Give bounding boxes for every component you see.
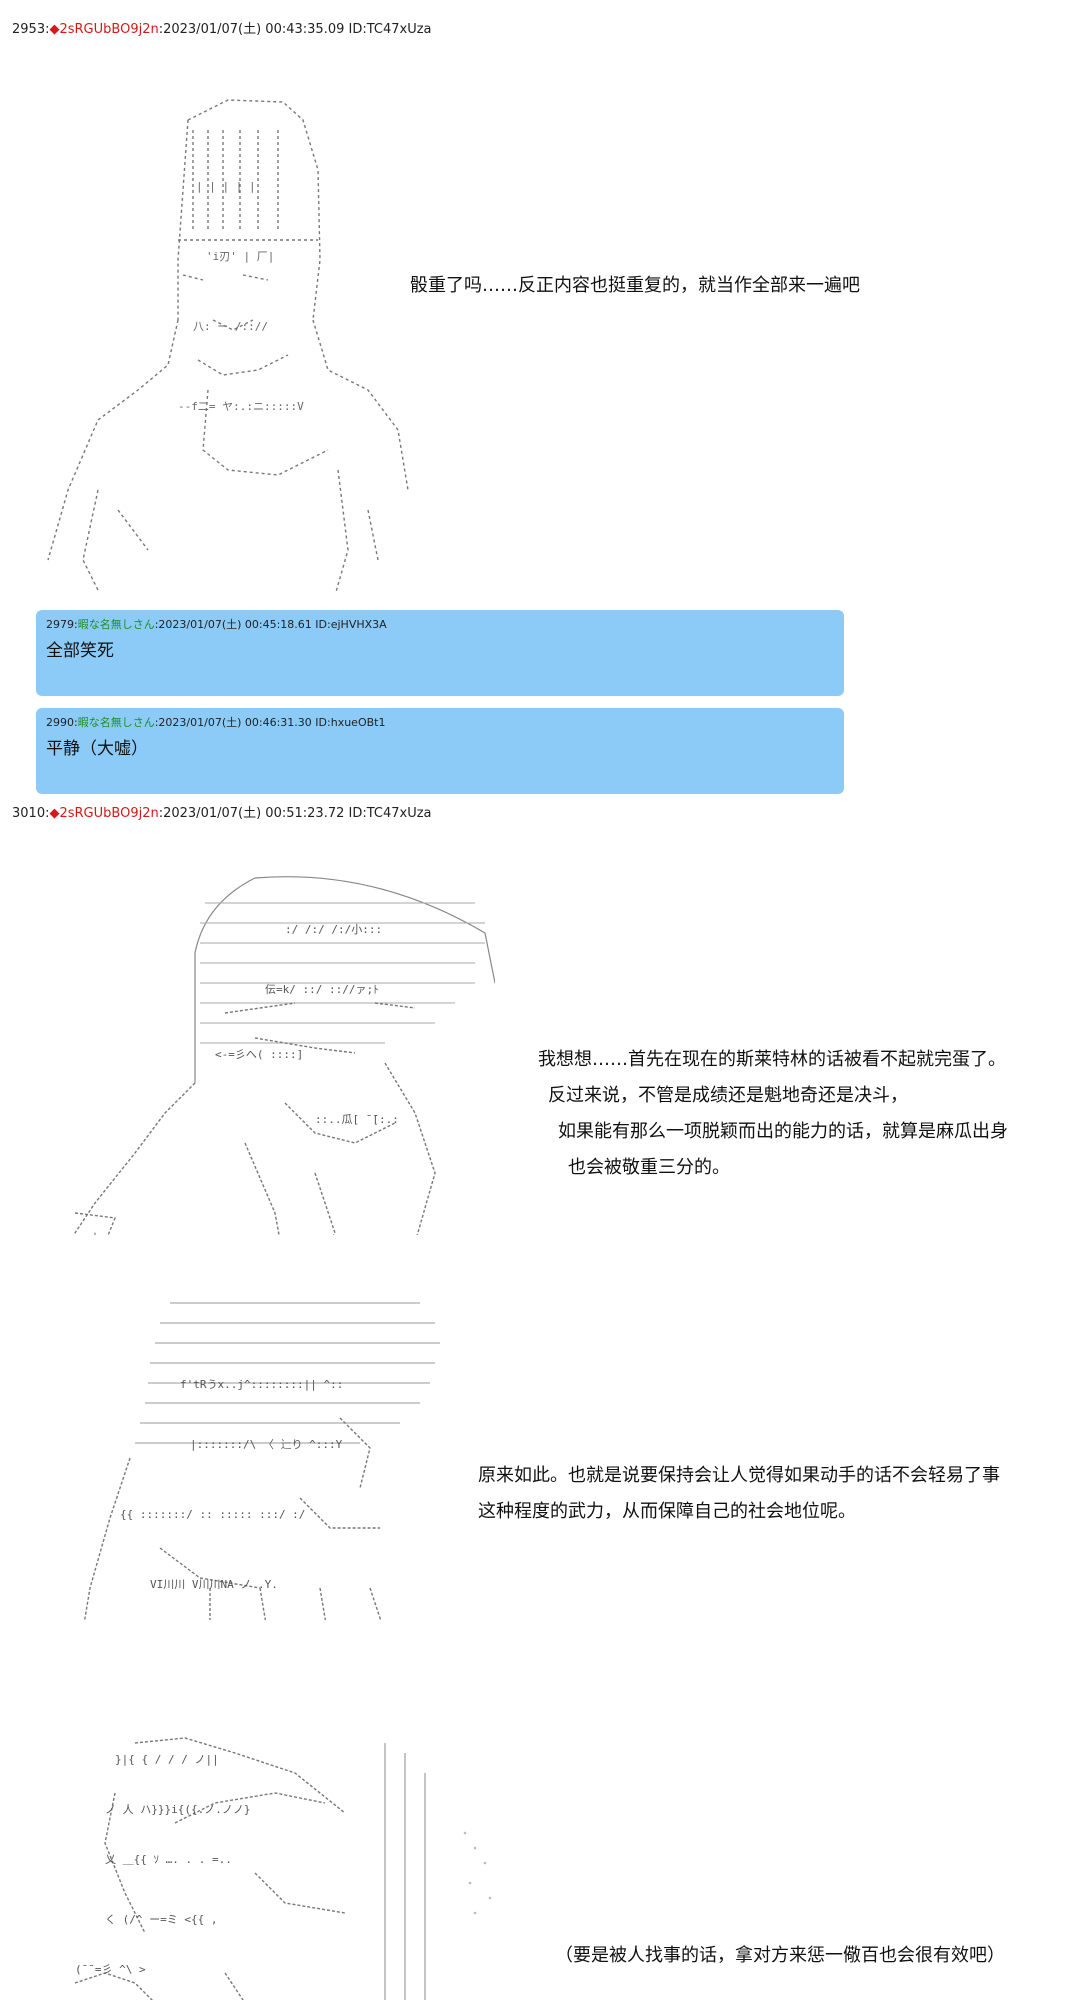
dialog-inner-thought: （要是被人找事的话，拿对方来惩一儆百也会很有效吧） (555, 1938, 1005, 1974)
ascii-art-figure-4: }|{ { / / / ノ|| ノ 人 ハ}}}i{({.ノ.ノノ} 乂 ＿{{… (45, 1695, 515, 2000)
dialog-post-3010-b: 原来如此。也就是说要保持会让人觉得如果动手的话不会轻易了事 这种程度的武力，从而… (478, 1458, 1000, 1530)
svg-text:く (/^ ー=ミ <{{ ,: く (/^ ー=ミ <{{ , (105, 1913, 217, 1926)
ascii-art-figure-3: f'tRうx..j^::::::::|| ^:: |:::::::/\ 〈 辷り… (40, 1250, 460, 1620)
dialog-line: 反过来说，不管是成绩还是魁地奇还是决斗， (548, 1085, 908, 1106)
svg-text:<-=彡へ( ::::]: <-=彡へ( ::::] (215, 1048, 303, 1061)
reply-meta: :2023/01/07(土) 00:45:18.61 ID:ejHVHX3A (154, 618, 387, 631)
post-header-3010: 3010:◆2sRGUbBO9j2n:2023/01/07(土) 00:51:2… (12, 806, 432, 821)
svg-text:伝=k/ ::/ :://ァ;ﾄ: 伝=k/ ::/ :://ァ;ﾄ (265, 983, 379, 996)
svg-text:| | | | |: | | | | | (196, 180, 256, 193)
post-number: 2953 (12, 22, 46, 37)
dialog-line: （要是被人找事的话，拿对方来惩一儆百也会很有效吧） (555, 1945, 1005, 1966)
svg-text:(¯¯=彡 ^\ >: (¯¯=彡 ^\ > (75, 1963, 146, 1976)
reply-meta: :2023/01/07(土) 00:46:31.30 ID:hxueOBt1 (154, 716, 386, 729)
post-header-2953: 2953:◆2sRGUbBO9j2n:2023/01/07(土) 00:43:3… (12, 22, 432, 37)
svg-text::/ /:/ /:/小:::: :/ /:/ /:/小::: (285, 923, 382, 936)
dialog-line: 原来如此。也就是说要保持会让人觉得如果动手的话不会轻易了事 (478, 1465, 1000, 1486)
reply-number: 2990 (46, 716, 74, 729)
reply-body: 全部笑死 (46, 641, 114, 661)
svg-text:{{ :::::::/ :: ::::: :::/ :/: {{ :::::::/ :: ::::: :::/ :/ (120, 1508, 305, 1521)
dialog-line: 也会被敬重三分的。 (568, 1157, 730, 1178)
reply-body: 平静（大嘘） (46, 739, 148, 759)
reply-2979: 2979:暇な名無しさん:2023/01/07(土) 00:45:18.61 I… (36, 610, 844, 696)
dialog-line: 我想想……首先在现在的斯莱特林的话被看不起就完蛋了。 (538, 1049, 1006, 1070)
svg-text:|:::::::/\ 〈 辷り ^:::Y: |:::::::/\ 〈 辷り ^:::Y (190, 1438, 343, 1451)
svg-text:八: ー /:://: 八: ー /::// (193, 320, 268, 333)
svg-text:::..瓜[ ̄ ̄[:.:: ::..瓜[ ̄ ̄[:.: (315, 1113, 399, 1126)
reply-name[interactable]: 暇な名無しさん (77, 618, 155, 631)
post-trip[interactable]: 2sRGUbBO9j2n (59, 806, 159, 821)
ascii-art-figure-2: :/ /:/ /:/小::: 伝=k/ ::/ :://ァ;ﾄ <-=彡へ( :… (55, 835, 495, 1235)
dialog-line: 如果能有那么一项脱颖而出的能力的话，就算是麻瓜出身 (558, 1121, 1008, 1142)
post-number: 3010 (12, 806, 46, 821)
post-meta: :2023/01/07(土) 00:43:35.09 ID:TC47xUza (158, 22, 432, 37)
post-trip[interactable]: 2sRGUbBO9j2n (59, 22, 159, 37)
dialog-post-3010: 我想想……首先在现在的斯莱特林的话被看不起就完蛋了。 反过来说，不管是成绩还是魁… (538, 1042, 1008, 1186)
reply-name[interactable]: 暇な名無しさん (77, 716, 155, 729)
reply-2990: 2990:暇な名無しさん:2023/01/07(土) 00:46:31.30 I… (36, 708, 844, 794)
svg-text:/┼ . . . . . . . .: /┼ . . . . . . . . (85, 1232, 204, 1235)
reply-header: 2979:暇な名無しさん:2023/01/07(土) 00:45:18.61 I… (46, 618, 387, 631)
dialog-line: 这种程度的武力，从而保障自己的社会地位呢。 (478, 1501, 856, 1522)
svg-text:乂 ＿{{ ｿ …. . . =..: 乂 ＿{{ ｿ …. . . =.. (105, 1853, 232, 1866)
post-meta: :2023/01/07(土) 00:51:23.72 ID:TC47xUza (158, 806, 432, 821)
svg-text:ノ 人 ハ}}}i{({.ノ.ノノ}: ノ 人 ハ}}}i{({.ノ.ノノ} (105, 1803, 250, 1816)
reply-number: 2979 (46, 618, 74, 631)
trip-diamond-icon: ◆ (49, 806, 60, 821)
svg-text:--f二= ヤ:.:ニ:::::V: --f二= ヤ:.:ニ:::::V (178, 400, 304, 413)
svg-text:'i刃' | 厂|: 'i刃' | 厂| (206, 250, 274, 263)
svg-text:f'tRうx..j^::::::::|| ^::: f'tRうx..j^::::::::|| ^:: (180, 1378, 343, 1391)
trip-diamond-icon: ◆ (49, 22, 60, 37)
reply-header: 2990:暇な名無しさん:2023/01/07(土) 00:46:31.30 I… (46, 716, 386, 729)
dialog-post-2953: 骰重了吗……反正内容也挺重复的，就当作全部来一遍吧 (410, 268, 860, 304)
svg-text:VI川川 V川川NA ノ .Y.: VI川川 V川川NA ノ .Y. (150, 1578, 278, 1591)
svg-text:}|{ { / / / ノ||: }|{ { / / / ノ|| (115, 1753, 219, 1766)
ascii-art-figure-1: | | | | | 'i刃' | 厂| 八: ー /::// --f二= ヤ:.… (28, 52, 418, 592)
dialog-line: 骰重了吗……反正内容也挺重复的，就当作全部来一遍吧 (410, 275, 860, 296)
